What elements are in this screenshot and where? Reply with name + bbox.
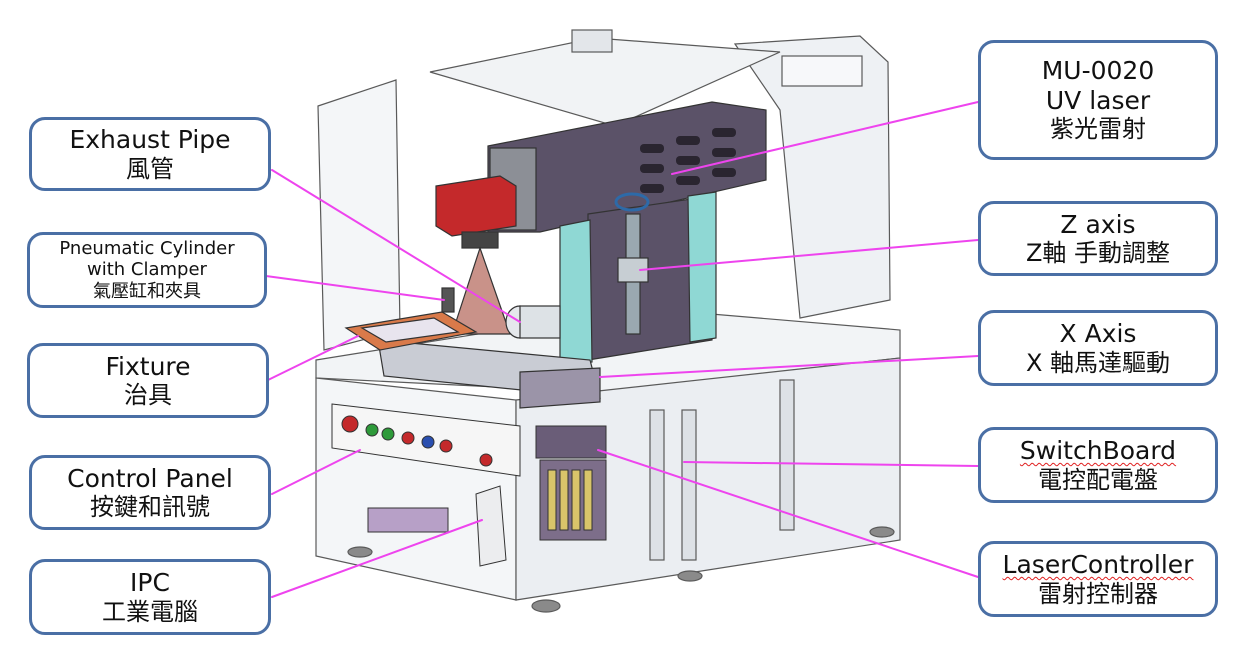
callout-exhaust-pipe: Exhaust Pipe 風管 [29, 117, 271, 191]
callout-ipc-zh: 工業電腦 [102, 597, 198, 626]
leader-uv-laser [671, 101, 979, 175]
callout-uv-laser-en: UV laser [1045, 85, 1151, 115]
leader-z-axis [639, 239, 979, 271]
callout-ipc: IPC 工業電腦 [29, 559, 271, 635]
leader-laser-controller [597, 449, 979, 578]
callout-ipc-en: IPC [130, 568, 170, 598]
electronics-bay [367, 425, 607, 567]
leader-pneumatic-cylinder [265, 275, 445, 301]
callout-pneumatic-cylinder-en-2: with Clamper [87, 259, 207, 281]
leader-ipc [271, 519, 483, 598]
gantry-assembly [344, 101, 767, 409]
callout-uv-laser-zh: 紫光雷射 [1050, 115, 1146, 144]
callout-x-axis-en: X Axis [1059, 319, 1137, 349]
leader-lines [265, 101, 979, 598]
control-panel-face [331, 403, 521, 477]
leader-control-panel [271, 449, 361, 495]
callout-control-panel-en: Control Panel [67, 463, 233, 493]
callout-uv-laser-model: MU-0020 [1041, 56, 1155, 86]
leader-switchboard [683, 461, 979, 467]
callout-fixture: Fixture 治具 [27, 343, 269, 418]
leader-exhaust-pipe [271, 169, 521, 323]
callout-fixture-zh: 治具 [124, 381, 172, 410]
callout-x-axis-zh: X 軸馬達驅動 [1025, 348, 1171, 377]
callout-pneumatic-cylinder: Pneumatic Cylinder with Clamper 氣壓缸和夾具 [27, 232, 267, 308]
callout-control-panel: Control Panel 按鍵和訊號 [29, 455, 271, 530]
callout-z-axis-en: Z axis [1060, 209, 1136, 239]
callout-pneumatic-cylinder-zh: 氣壓缸和夾具 [93, 280, 201, 302]
callout-uv-laser: MU-0020 UV laser 紫光雷射 [978, 40, 1218, 160]
callout-switchboard-zh: 電控配電盤 [1038, 465, 1158, 494]
callout-pneumatic-cylinder-en-1: Pneumatic Cylinder [59, 238, 235, 260]
callout-laser-controller-zh: 雷射控制器 [1038, 579, 1158, 608]
callout-control-panel-zh: 按鍵和訊號 [90, 493, 210, 522]
callout-z-axis: Z axis Z軸 手動調整 [978, 201, 1218, 276]
callout-laser-controller: LaserController 雷射控制器 [978, 541, 1218, 617]
leader-fixture [267, 335, 359, 381]
callout-exhaust-pipe-en: Exhaust Pipe [69, 125, 231, 155]
callout-laser-controller-en: LaserController [1002, 550, 1194, 580]
callout-fixture-en: Fixture [105, 351, 191, 381]
callout-switchboard: SwitchBoard 電控配電盤 [978, 427, 1218, 503]
leader-x-axis [599, 355, 979, 378]
callout-exhaust-pipe-zh: 風管 [126, 154, 174, 183]
callout-switchboard-en: SwitchBoard [1019, 436, 1177, 466]
callout-x-axis: X Axis X 軸馬達驅動 [978, 310, 1218, 386]
callout-z-axis-zh: Z軸 手動調整 [1025, 239, 1171, 268]
